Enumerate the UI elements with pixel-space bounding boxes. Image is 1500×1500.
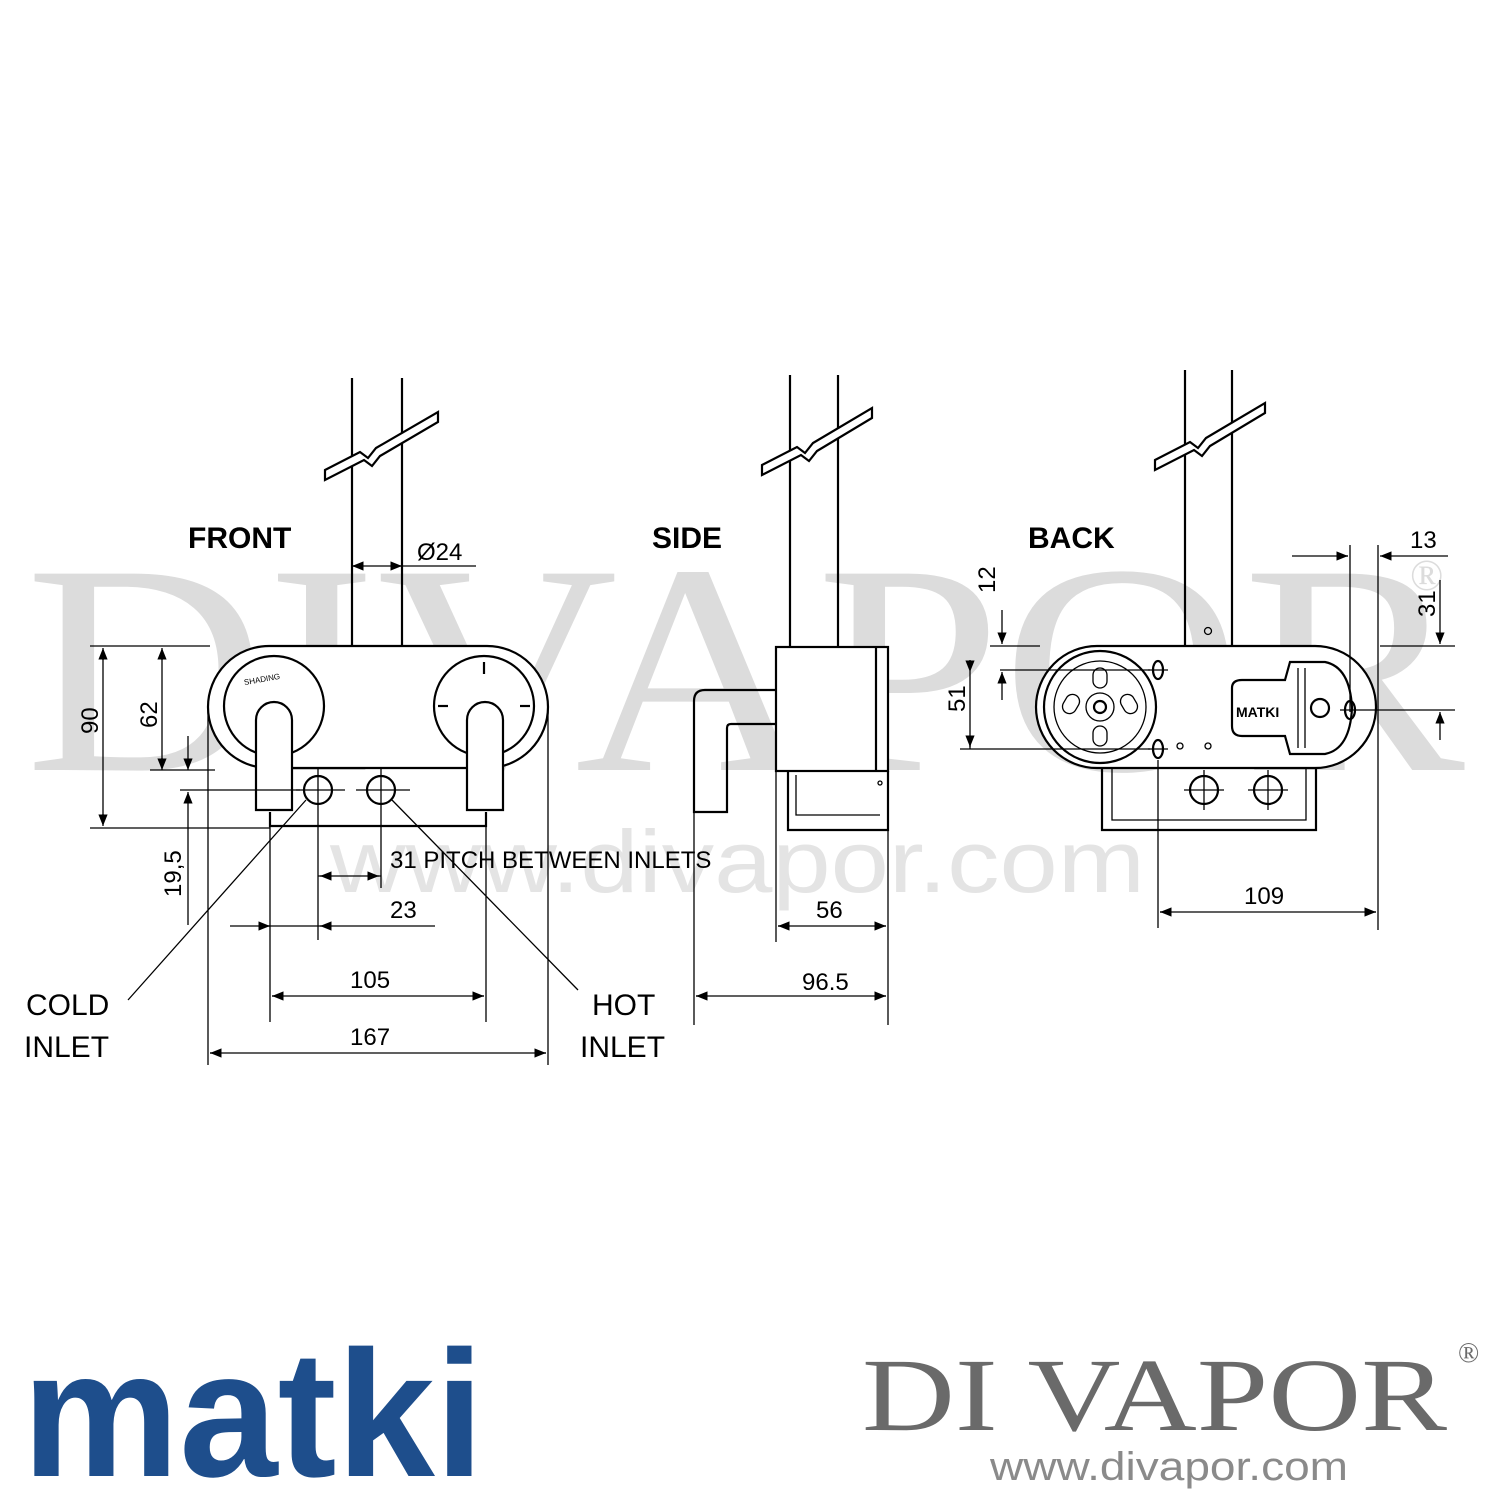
front-height-62: 62 xyxy=(136,701,163,728)
front-height-90: 90 xyxy=(77,707,104,734)
back-valve-body xyxy=(1034,644,1378,770)
front-dim-23: 23 xyxy=(390,897,417,924)
side-pipe-break xyxy=(760,406,874,477)
front-offset-195: 19,5 xyxy=(160,850,187,897)
back-dim-51: 51 xyxy=(944,685,971,712)
back-dim-13: 13 xyxy=(1410,527,1437,554)
front-view: SHADING Ø24 90 62 xyxy=(24,378,711,1065)
back-dim-31: 31 xyxy=(1414,590,1441,617)
cold-inlet-label-1: COLD xyxy=(26,989,109,1022)
watermark-reg: ® xyxy=(1410,551,1443,600)
front-view-title: FRONT xyxy=(188,522,291,555)
back-view: MATKI 13 31 xyxy=(944,370,1455,930)
side-view-title: SIDE xyxy=(652,522,722,555)
cold-inlet-leader xyxy=(127,799,307,1001)
divapor-logo: DI VAPOR xyxy=(862,1338,1448,1453)
front-right-handle xyxy=(465,700,505,812)
front-pitch-label: 31 PITCH BETWEEN INLETS xyxy=(390,847,711,874)
back-pipe-break xyxy=(1153,401,1267,472)
back-view-title: BACK xyxy=(1028,522,1115,555)
cold-inlet-label-2: INLET xyxy=(24,1031,109,1064)
divapor-reg: ® xyxy=(1458,1338,1479,1369)
side-handle xyxy=(692,688,776,814)
side-dim-965: 96.5 xyxy=(802,969,849,996)
back-dim-109: 109 xyxy=(1244,883,1284,910)
side-view: 56 96.5 xyxy=(692,375,890,1025)
hot-inlet-label-2: INLET xyxy=(580,1031,665,1064)
hot-inlet-label-1: HOT xyxy=(592,989,655,1022)
matki-logo: matki xyxy=(22,1314,484,1500)
side-dim-56: 56 xyxy=(816,897,843,924)
back-cartridge xyxy=(1042,649,1158,765)
back-plate xyxy=(1230,660,1354,756)
front-pipe-break xyxy=(323,410,440,482)
front-diameter-dim: Ø24 xyxy=(417,539,462,566)
side-valve-body xyxy=(774,645,890,773)
back-dim-12: 12 xyxy=(974,566,1001,593)
hot-inlet-leader xyxy=(391,799,579,991)
front-left-handle xyxy=(254,700,294,812)
watermark-url: www.divapor.com xyxy=(329,812,1145,911)
back-plate-text: MATKI xyxy=(1236,704,1279,720)
front-dim-167: 167 xyxy=(350,1024,390,1051)
divapor-url: www.divapor.com xyxy=(989,1445,1348,1489)
front-dim-105: 105 xyxy=(350,967,390,994)
